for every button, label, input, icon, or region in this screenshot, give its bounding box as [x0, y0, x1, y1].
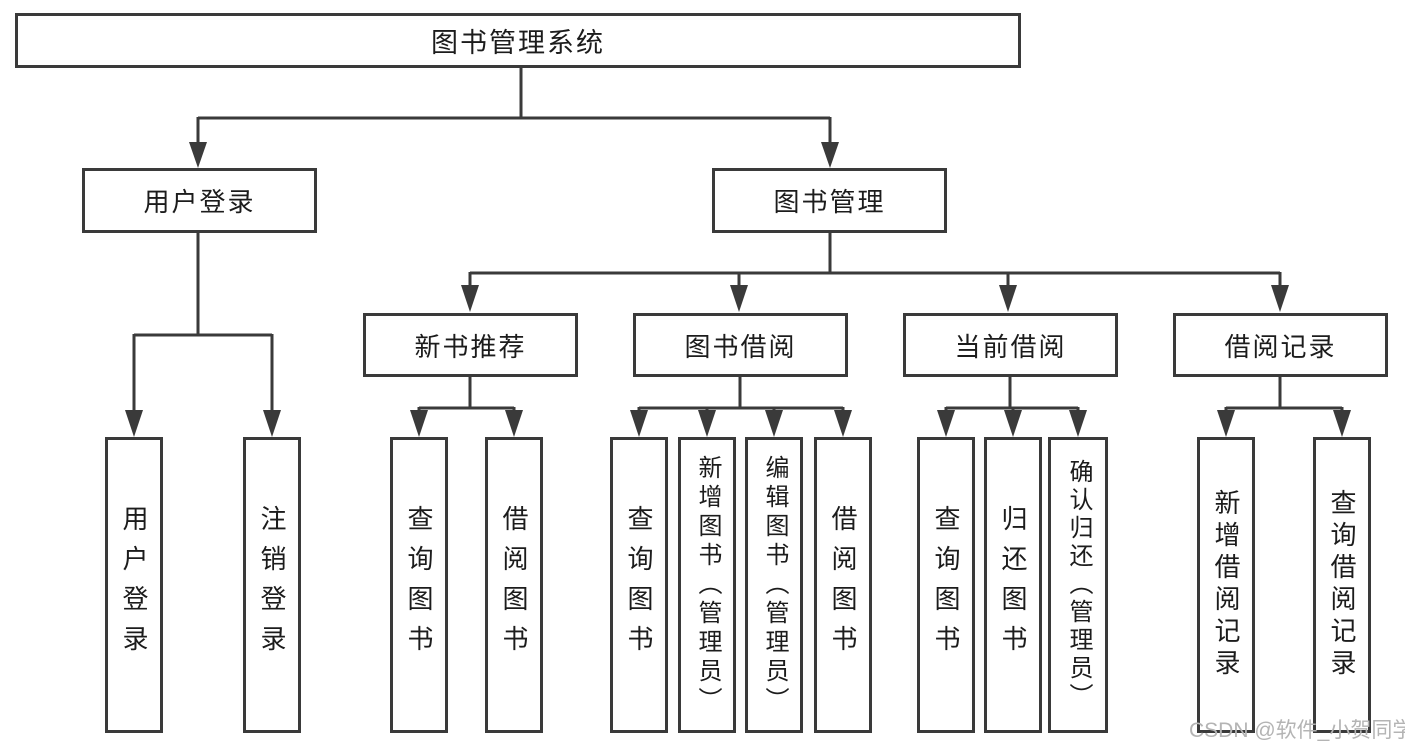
- node-user-login: 用户登录: [82, 168, 317, 233]
- node-label: 注销登录: [257, 505, 287, 665]
- node-current-borrowing: 当前借阅: [903, 313, 1118, 377]
- node-label: 查询图书: [404, 505, 434, 665]
- leaf-query-books-2: 查询图书: [610, 437, 668, 733]
- leaf-query-books-1: 查询图书: [390, 437, 448, 733]
- node-label: 借阅记录: [1224, 331, 1337, 362]
- leaf-edit-book-admin: 编辑图书（管理员）: [745, 437, 803, 733]
- node-label: 用户登录: [119, 505, 149, 665]
- node-label: 当前借阅: [954, 331, 1067, 362]
- node-label: 归还图书: [998, 505, 1028, 665]
- leaf-logout: 注销登录: [243, 437, 301, 733]
- node-library-management-system: 图书管理系统: [15, 13, 1021, 68]
- node-new-book-recommend: 新书推荐: [363, 313, 578, 377]
- leaf-add-book-admin: 新增图书（管理员）: [678, 437, 736, 733]
- node-label: 用户登录: [143, 187, 256, 217]
- node-label: 查询图书: [624, 505, 654, 665]
- leaf-user-login: 用户登录: [105, 437, 163, 733]
- node-book-management: 图书管理: [712, 168, 947, 233]
- leaf-add-borrow-record: 新增借阅记录: [1197, 437, 1255, 733]
- leaf-query-books-3: 查询图书: [917, 437, 975, 733]
- node-label: 新增借阅记录: [1211, 489, 1241, 681]
- leaf-confirm-return-admin: 确认归还（管理员）: [1048, 437, 1108, 733]
- leaf-borrow-books-1: 借阅图书: [485, 437, 543, 733]
- node-label: 图书管理: [773, 187, 886, 217]
- node-label: 图书管理系统: [431, 28, 605, 58]
- node-label: 借阅图书: [828, 505, 858, 665]
- node-label: 新增图书（管理员）: [694, 454, 721, 716]
- node-label: 编辑图书（管理员）: [761, 454, 788, 716]
- node-label: 确认归还（管理员）: [1065, 459, 1092, 711]
- leaf-return-book: 归还图书: [984, 437, 1042, 733]
- node-book-borrowing: 图书借阅: [633, 313, 848, 377]
- node-label: 查询图书: [931, 505, 961, 665]
- leaf-query-borrow-record: 查询借阅记录: [1313, 437, 1371, 733]
- node-label: 查询借阅记录: [1327, 489, 1357, 681]
- node-label: 借阅图书: [499, 505, 529, 665]
- node-label: 新书推荐: [414, 331, 527, 362]
- csdn-watermark: CSDN @软件_小贺同学: [1189, 719, 1405, 742]
- leaf-borrow-books-2: 借阅图书: [814, 437, 872, 733]
- node-borrowing-records: 借阅记录: [1173, 313, 1388, 377]
- node-label: 图书借阅: [684, 331, 797, 362]
